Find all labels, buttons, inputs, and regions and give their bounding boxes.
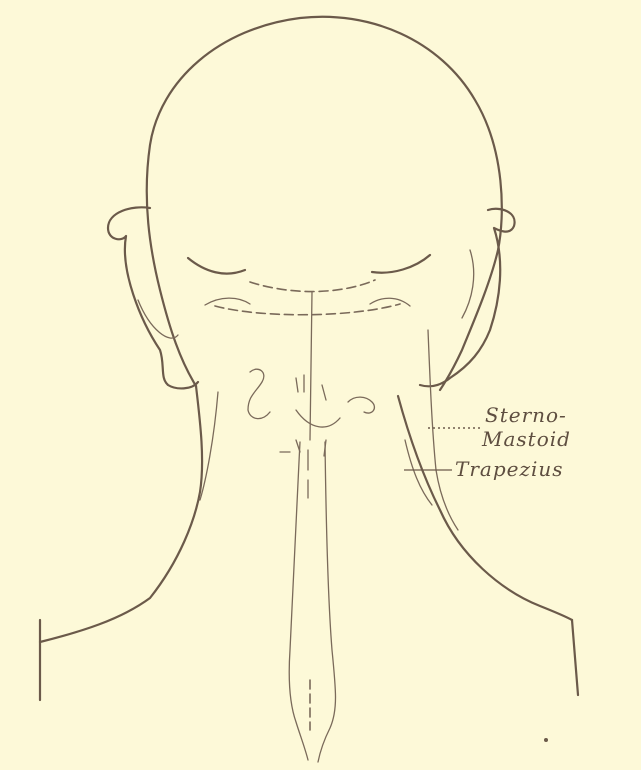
occipital-line-right	[372, 255, 430, 273]
left-neck-outline	[40, 386, 202, 642]
spine-midline	[310, 292, 312, 440]
label-sterno: Sterno-	[485, 403, 567, 427]
left-ear	[108, 207, 198, 388]
occipital-curve-right	[370, 298, 410, 306]
label-mastoid: Mastoid	[481, 427, 571, 451]
trapezius-central-left	[289, 442, 308, 760]
occipital-curve-left	[205, 298, 250, 305]
head-outline	[147, 17, 502, 390]
vertebral-mark-left	[248, 369, 270, 418]
stray-dot	[544, 738, 548, 742]
right-trapezius-edge	[405, 440, 432, 505]
occipital-dash-lower	[215, 304, 400, 315]
vertebral-mark-right	[348, 397, 374, 413]
right-ear-inner	[462, 250, 474, 318]
vertebral-mark-small	[280, 440, 326, 456]
vertebral-mark-center	[296, 375, 340, 427]
occipital-line-left	[188, 258, 245, 274]
label-trapezius: Trapezius	[455, 457, 564, 481]
occipital-dash-main	[250, 280, 375, 292]
right-sternomastoid	[428, 330, 458, 530]
right-shoulder-drop	[572, 620, 578, 695]
trapezius-central-right	[318, 442, 336, 762]
